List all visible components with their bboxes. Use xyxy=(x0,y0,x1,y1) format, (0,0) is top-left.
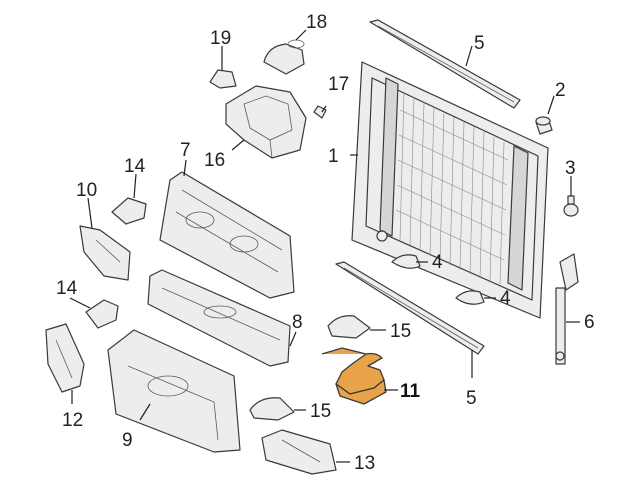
callout-9: 9 xyxy=(122,430,133,451)
callout-14b: 14 xyxy=(56,278,78,299)
mount-part-4a xyxy=(391,254,421,269)
callout-5b: 5 xyxy=(466,388,477,409)
callout-8: 8 xyxy=(292,312,303,333)
callout-11: 11 xyxy=(400,381,421,402)
mount-part-4b xyxy=(455,290,485,305)
bracket-part-14a xyxy=(111,197,147,225)
side-bracket-part-6 xyxy=(555,253,579,365)
callout-3: 3 xyxy=(565,158,576,179)
lower-panel-part-8 xyxy=(147,269,291,367)
callout-1: 1 xyxy=(328,146,339,167)
side-cover-part-12 xyxy=(45,323,85,393)
callout-17: 17 xyxy=(328,74,349,95)
callout-10: 10 xyxy=(76,180,97,201)
bracket-part-14b xyxy=(85,299,119,329)
cap-part-18 xyxy=(263,39,305,75)
callout-13: 13 xyxy=(354,453,375,474)
bolt-part-2 xyxy=(535,116,553,135)
callout-15b: 15 xyxy=(310,401,331,422)
grommet-part-3 xyxy=(563,195,579,217)
highlighted-bracket-part-11[interactable] xyxy=(321,347,387,405)
callout-14a: 14 xyxy=(124,156,146,177)
callout-6: 6 xyxy=(584,312,595,333)
clip-part-17 xyxy=(313,105,327,119)
callout-4a: 4 xyxy=(432,252,443,273)
radiator-part-1 xyxy=(351,61,549,319)
clip-part-19 xyxy=(209,69,237,89)
callout-16: 16 xyxy=(204,150,225,171)
side-duct-part-10 xyxy=(79,225,131,281)
leader-lines xyxy=(69,29,580,463)
lower-rail-part-5 xyxy=(335,261,485,355)
callout-2: 2 xyxy=(555,80,566,101)
duct-part-16 xyxy=(225,85,307,159)
upper-rail-part-5 xyxy=(369,19,521,109)
callout-12: 12 xyxy=(62,410,83,431)
callout-7: 7 xyxy=(180,140,191,161)
lower-duct-part-13 xyxy=(261,429,337,475)
callout-5a: 5 xyxy=(474,33,485,54)
upper-panel-part-7 xyxy=(159,171,295,299)
callout-19: 19 xyxy=(210,28,231,49)
deflector-part-15a xyxy=(327,315,371,339)
callout-15a: 15 xyxy=(390,321,411,342)
callout-18: 18 xyxy=(306,12,327,33)
deflector-part-15b xyxy=(249,397,295,421)
bottom-duct-part-9 xyxy=(107,329,241,453)
callout-4b: 4 xyxy=(500,288,511,309)
